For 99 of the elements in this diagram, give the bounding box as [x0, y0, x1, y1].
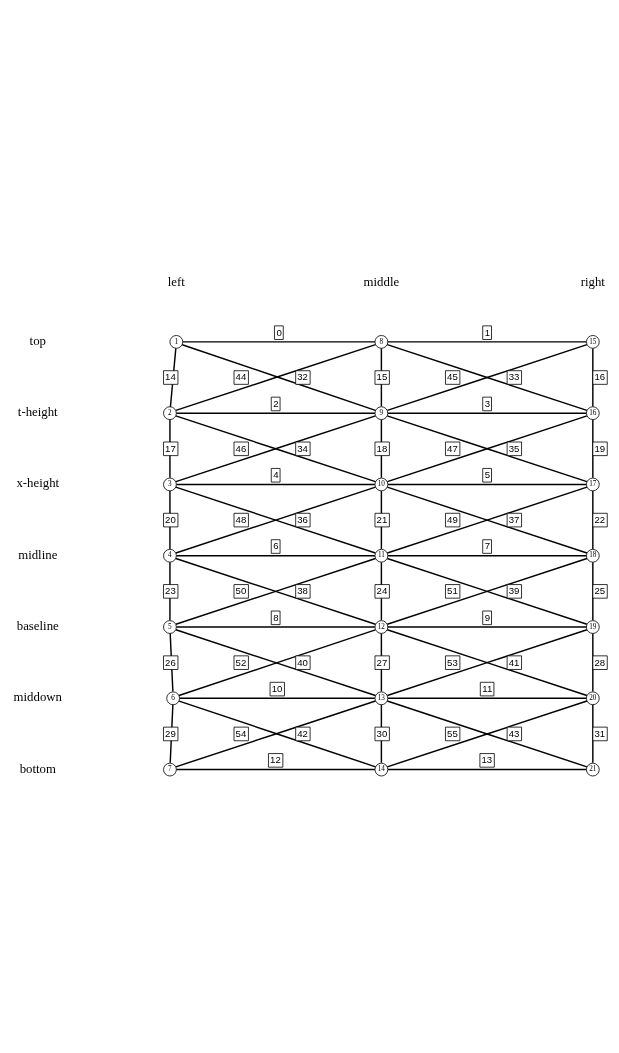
edge-label: 28	[594, 656, 606, 668]
edge-label: 17	[165, 442, 176, 454]
edge-label: 6	[273, 540, 279, 552]
edge-label: 44	[235, 371, 247, 383]
connector	[386, 415, 588, 483]
edge-label: 8	[273, 611, 279, 623]
label: middle	[363, 275, 400, 290]
connector	[592, 704, 594, 764]
edge-label: 1	[484, 326, 491, 338]
edge-label: 39	[508, 585, 520, 597]
connector	[592, 561, 594, 621]
connector	[178, 697, 376, 699]
edge-label: 14	[165, 371, 176, 383]
edge-label: 21	[376, 513, 388, 525]
label: x-height	[16, 476, 60, 491]
edge-label: 27	[376, 656, 388, 668]
edge-label: 36	[297, 513, 308, 525]
edge-label: 46	[235, 442, 247, 454]
edge-label: 49	[447, 513, 458, 525]
edge-label: 11	[482, 682, 493, 694]
edge-label: 16	[594, 371, 606, 383]
edge-label: 55	[447, 727, 458, 739]
edge-label: 2	[273, 397, 279, 409]
edge-label: 13	[481, 754, 493, 766]
label: midline	[18, 547, 58, 562]
connector	[169, 704, 174, 764]
connector	[592, 347, 594, 408]
edge-label: 53	[447, 656, 458, 668]
edge-label: 5	[484, 469, 491, 481]
edge-label: 38	[297, 585, 308, 597]
connector	[169, 561, 171, 621]
edge-label: 34	[297, 442, 308, 454]
edge-label: 24	[376, 585, 388, 597]
edge-label: 4	[273, 469, 279, 481]
connector	[387, 555, 588, 557]
edge-label: 47	[447, 442, 458, 454]
connector	[380, 704, 383, 764]
edge-label: 0	[276, 326, 282, 338]
edge-label: 41	[508, 656, 520, 668]
connector	[386, 486, 588, 554]
connector	[182, 341, 376, 343]
edge-label: 9	[484, 611, 491, 623]
connector	[380, 632, 383, 693]
connector	[386, 700, 588, 768]
edge-label: 26	[165, 656, 176, 668]
connector	[387, 483, 588, 486]
edge-label: 32	[297, 371, 308, 383]
edge-label: 43	[508, 727, 520, 739]
connector	[387, 412, 588, 414]
connector	[387, 768, 588, 771]
connector	[175, 626, 376, 628]
edge-label: 50	[235, 585, 247, 597]
edge-label: 31	[594, 727, 606, 739]
edge-label: 22	[594, 513, 606, 525]
edge-label: 30	[376, 727, 388, 739]
label: left	[167, 275, 185, 290]
edge-label: 51	[447, 585, 458, 597]
connector	[592, 632, 594, 693]
connector	[175, 768, 376, 771]
connector	[175, 483, 376, 486]
edge-label: 19	[594, 442, 606, 454]
edge-label: 20	[165, 513, 176, 525]
edge-label: 25	[594, 585, 606, 597]
connector	[175, 555, 376, 557]
label: middown	[13, 690, 62, 705]
edge-label: 29	[165, 727, 176, 739]
edge-label: 23	[165, 585, 176, 597]
connector	[380, 347, 383, 408]
edge-label: 40	[297, 656, 308, 668]
edge-label: 45	[447, 371, 458, 383]
edge-label: 42	[297, 727, 308, 739]
connector	[592, 418, 594, 479]
connector	[387, 626, 588, 628]
connector	[380, 561, 383, 621]
edge-label: 33	[508, 371, 520, 383]
edge-label: 18	[376, 442, 388, 454]
edge-label: 48	[235, 513, 247, 525]
label: bottom	[19, 761, 56, 776]
label: t-height	[17, 405, 58, 420]
edge-label: 15	[376, 371, 388, 383]
connector	[380, 418, 383, 479]
connector	[175, 412, 376, 414]
edge-label: 35	[508, 442, 520, 454]
edge-label: 54	[235, 727, 247, 739]
connector	[592, 490, 594, 550]
label: right	[580, 275, 605, 290]
edge-label: 12	[270, 754, 281, 766]
connector	[169, 632, 174, 693]
connector	[169, 347, 177, 408]
label: baseline	[16, 619, 59, 634]
edge-label: 3	[484, 397, 491, 409]
label: top	[29, 333, 46, 348]
connector	[387, 697, 588, 699]
edge-label: 7	[484, 540, 491, 552]
connector	[387, 341, 588, 343]
connector	[169, 418, 171, 479]
edge-label: 10	[271, 682, 283, 694]
edge-label: 52	[235, 656, 247, 668]
edge-label: 37	[508, 513, 520, 525]
